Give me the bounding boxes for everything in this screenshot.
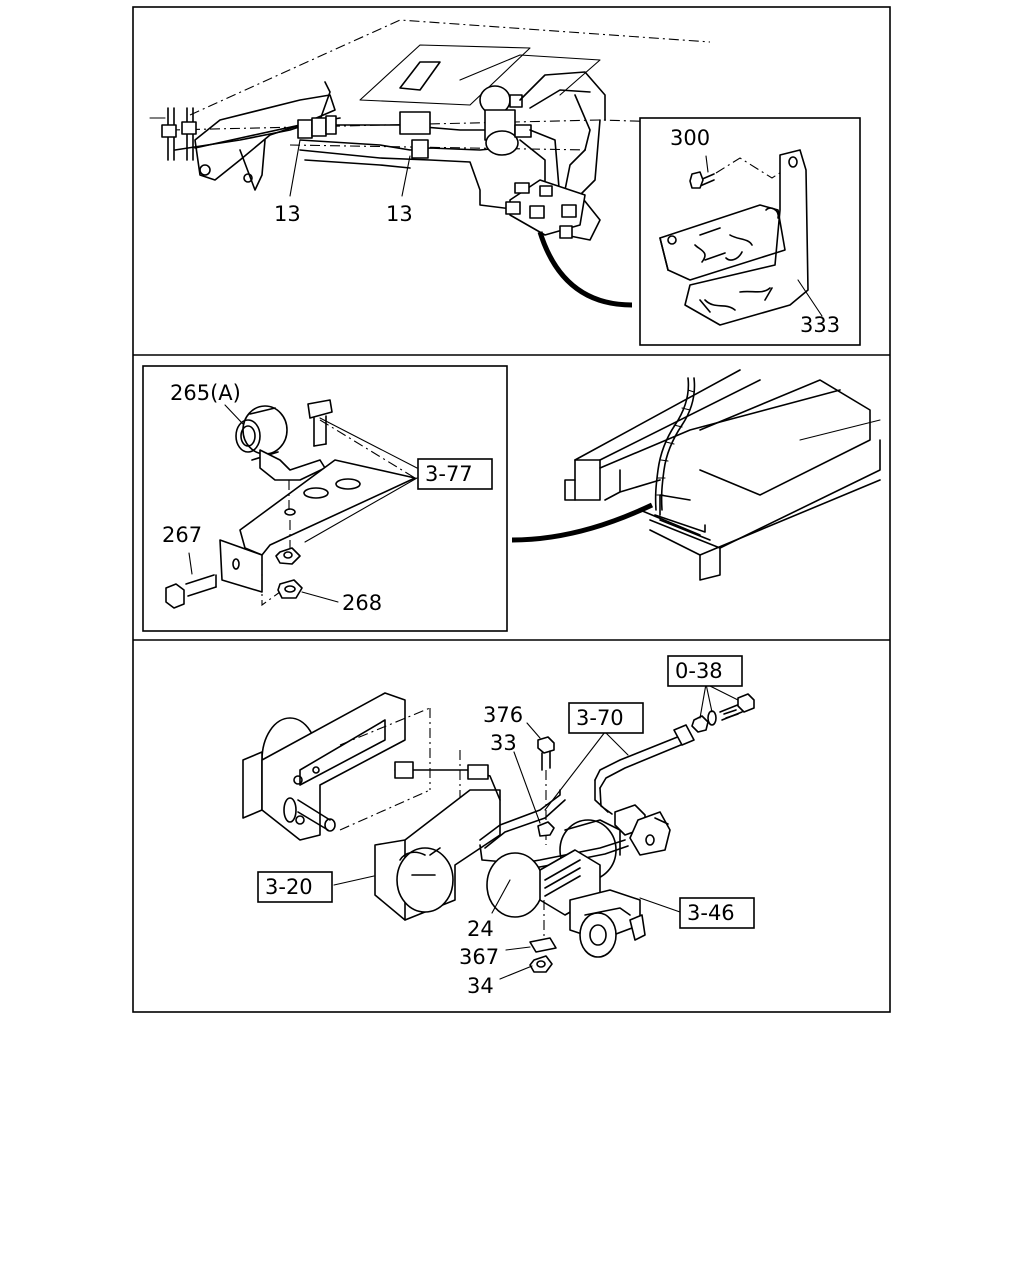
bolt-376 bbox=[526, 722, 555, 771]
ref-box-3-20 bbox=[257, 871, 333, 903]
bolt-300 bbox=[689, 155, 715, 189]
bolt-267 bbox=[165, 552, 217, 609]
ref-box-3-70 bbox=[568, 702, 644, 734]
ref-box-0-38 bbox=[667, 655, 743, 687]
ref-box-3-77 bbox=[417, 458, 493, 490]
bottom-panel-assembly: 0-38 376 3-70 33 3-20 3-46 24 367 34 bbox=[242, 655, 755, 998]
nut-33 bbox=[513, 751, 555, 837]
callout-13-left: 13 bbox=[274, 202, 301, 226]
pipe-lines bbox=[394, 724, 695, 879]
callout-ref-3-46: 3-46 bbox=[687, 901, 735, 925]
nut-268 bbox=[277, 579, 339, 603]
middle-panel-inset: 3-77 265(A) 267 268 bbox=[142, 365, 508, 632]
cylinder-unit bbox=[486, 819, 646, 958]
clip-bracket bbox=[219, 449, 416, 593]
grommet-265a bbox=[224, 404, 288, 461]
brake-valve-block bbox=[479, 71, 606, 241]
pipe-clip-13-right bbox=[399, 111, 431, 159]
pipe-clip-13-left bbox=[297, 115, 337, 139]
fittings-0-38 bbox=[691, 683, 755, 733]
nut-upper bbox=[275, 547, 301, 565]
bolt-upper bbox=[307, 399, 333, 447]
callout-376: 376 bbox=[483, 703, 523, 727]
distribution-block bbox=[505, 179, 586, 239]
callout-300: 300 bbox=[670, 126, 710, 150]
bracket-inset: 300 333 bbox=[639, 117, 861, 346]
washer-367-nut-34 bbox=[499, 900, 557, 980]
callout-33: 33 bbox=[490, 731, 517, 755]
housing-frame bbox=[374, 789, 501, 921]
callout-267: 267 bbox=[162, 523, 202, 547]
callout-265a: 265(A) bbox=[170, 381, 241, 405]
callout-ref-3-70: 3-70 bbox=[576, 706, 624, 730]
left-pipe-fittings bbox=[149, 107, 197, 161]
diagram-frames bbox=[132, 6, 891, 1013]
callout-13-right: 13 bbox=[386, 202, 413, 226]
top-panel-brake-pipe-assembly: 13 13 bbox=[149, 19, 861, 308]
callout-34: 34 bbox=[467, 974, 494, 998]
middle-panel-frame-rail bbox=[511, 369, 881, 581]
ref-box-3-46 bbox=[679, 897, 755, 929]
bracket-333 bbox=[659, 149, 823, 326]
callout-ref-3-77: 3-77 bbox=[425, 462, 473, 486]
callout-24: 24 bbox=[467, 917, 494, 941]
callout-333: 333 bbox=[800, 313, 840, 337]
callout-ref-0-38: 0-38 bbox=[675, 659, 723, 683]
pipe-fitting-right bbox=[614, 804, 671, 856]
callout-268: 268 bbox=[342, 591, 382, 615]
callout-367: 367 bbox=[459, 945, 499, 969]
housing-left bbox=[242, 692, 461, 841]
callout-ref-3-20: 3-20 bbox=[265, 875, 313, 899]
